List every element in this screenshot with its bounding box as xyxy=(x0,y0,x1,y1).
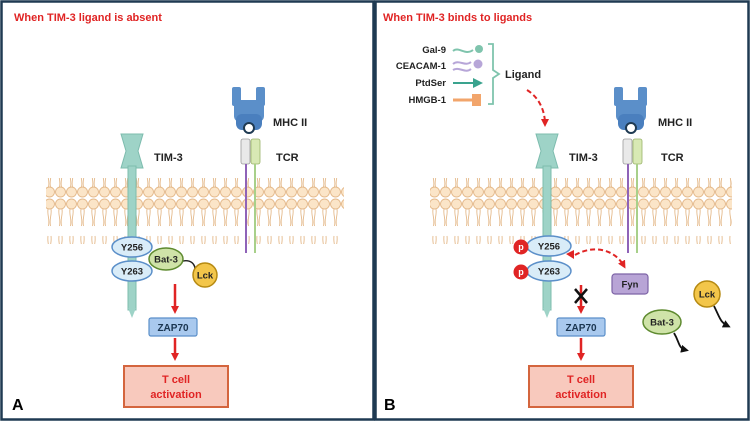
panel-a-mhc-ii xyxy=(232,87,265,134)
panel-a-label: A xyxy=(12,397,24,414)
panel-a-y263-label: Y263 xyxy=(121,267,143,278)
panel-b-y256: Y256 xyxy=(526,235,572,257)
panel-b-y263-label: Y263 xyxy=(538,267,560,278)
panel-a-tcell-activation: T cell activation xyxy=(123,365,229,408)
panel-b-tcr-label: TCR xyxy=(661,152,684,164)
panel-b-fyn-recruit-arrow xyxy=(574,248,626,269)
panel-b-phospho-2: p xyxy=(518,267,524,277)
panel-b-lck-release-arrow xyxy=(713,305,731,328)
panel-b-label: B xyxy=(384,397,396,414)
ceacam1-icon xyxy=(452,59,483,72)
panel-a-membrane xyxy=(46,178,344,244)
panel-a-y263: Y263 xyxy=(111,260,153,282)
panel-b-lck: Lck xyxy=(693,280,721,308)
panel-a-y256-label: Y256 xyxy=(121,243,143,254)
panel-b-lck-label: Lck xyxy=(699,290,716,301)
panel-b-ligand-gal9: Gal-9 xyxy=(422,45,446,56)
panel-a-lck-label: Lck xyxy=(197,271,214,282)
panel-b-tim3-label: TIM-3 xyxy=(569,152,598,164)
panel-b-ligand-ceacam1: CEACAM-1 xyxy=(396,61,447,72)
panel-b-tcell-activation: T cell activation xyxy=(528,365,634,408)
panel-b-tcr xyxy=(622,138,643,253)
panel-a-tcell-line2: activation xyxy=(150,389,202,401)
panel-b-ligand-hmgb1: HMGB-1 xyxy=(409,95,447,106)
panel-b-bat3-label: Bat-3 xyxy=(650,318,674,329)
panel-b-bat3-release-arrow xyxy=(673,332,689,353)
panel-a-tcr-label: TCR xyxy=(276,152,299,164)
panel-a-mhc-label: MHC II xyxy=(273,117,307,129)
panel-b-tcell-line2: activation xyxy=(555,389,607,401)
panel-b-fyn-label: Fyn xyxy=(622,280,639,291)
blocked-x-icon xyxy=(574,288,588,304)
panel-b-membrane xyxy=(430,178,732,244)
panel-a-bat3: Bat-3 xyxy=(148,247,184,271)
panel-a-title: When TIM-3 ligand is absent xyxy=(14,12,162,24)
panel-b-ligand-ptdser: PtdSer xyxy=(415,78,446,89)
panel-a-lck: Lck xyxy=(192,262,218,288)
panel-a-y256: Y256 xyxy=(111,236,153,258)
panel-a-tcell-line1: T cell xyxy=(162,374,190,386)
panel-b-y256-label: Y256 xyxy=(538,242,560,253)
ptdser-icon xyxy=(453,78,483,88)
panel-a-zap70-label: ZAP70 xyxy=(157,323,189,334)
panel-a-tcr xyxy=(240,138,261,253)
panel-b-fyn-recruit-arrowhead-back xyxy=(566,250,574,259)
panel-b-bat3: Bat-3 xyxy=(642,309,682,335)
panel-b-zap70-label: ZAP70 xyxy=(565,323,597,334)
panel-b-zap70: ZAP70 xyxy=(556,317,606,337)
gal9-icon xyxy=(452,45,483,53)
panel-b-phospho-1: p xyxy=(518,242,524,252)
phospho-y263-icon: p xyxy=(513,264,529,280)
panel-b-y263: Y263 xyxy=(526,260,572,282)
hmgb1-icon xyxy=(453,94,481,106)
panel-b-tcell-line1: T cell xyxy=(567,374,595,386)
panel-b-mhc-ii xyxy=(614,87,647,134)
panel-a: When TIM-3 ligand is absent TIM-3 MHC II… xyxy=(0,0,375,421)
panel-b-mhc-label: MHC II xyxy=(658,117,692,129)
panel-b-title: When TIM-3 binds to ligands xyxy=(383,12,532,24)
panel-b-ligand-label: Ligand xyxy=(505,69,541,81)
panel-b-fyn: Fyn xyxy=(611,273,649,295)
panel-a-tim3-label: TIM-3 xyxy=(154,152,183,164)
phospho-y256-icon: p xyxy=(513,239,529,255)
panel-b-ligand-bracket xyxy=(488,43,501,105)
panel-b: When TIM-3 binds to ligands Gal-9 CEACAM… xyxy=(374,0,750,421)
panel-b-ligand-binding-arrow xyxy=(526,89,549,127)
panel-a-zap70: ZAP70 xyxy=(148,317,198,337)
panel-a-bat3-label: Bat-3 xyxy=(154,255,178,266)
